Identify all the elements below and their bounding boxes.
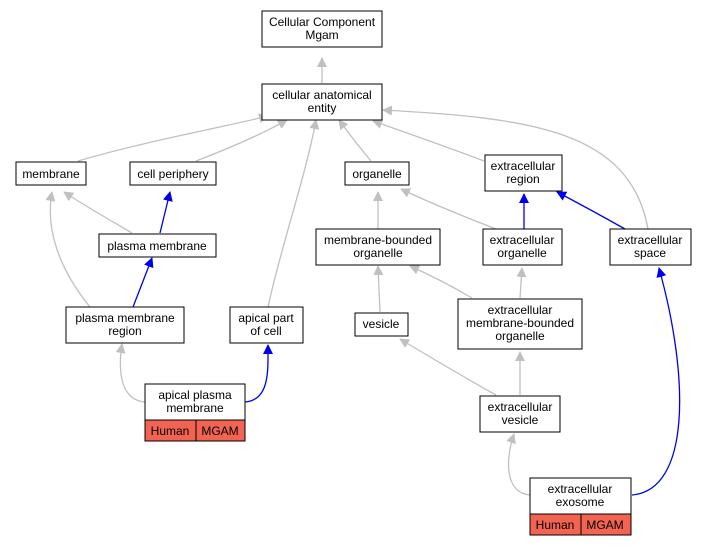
edge-ec-space-to-ec-region [556,191,626,230]
nodes: Cellular Component Mgam cellular anatomi… [15,10,692,536]
node-label-line: apical part [238,311,294,325]
node-label-line: region [108,324,141,338]
node-label-line: Cellular Component [269,15,376,29]
node-label-line: extracellular [618,233,683,247]
node-label-line: organelle [497,246,547,260]
node-cellular-anatomical-entity[interactable]: cellular anatomical entity [261,83,383,121]
node-label-line: extracellular [488,303,553,317]
node-plasma-membrane-region[interactable]: plasma membrane region [65,306,185,344]
edge-ec-exosome-to-ec-vesicle [506,433,531,496]
edge-ec-vesicle-to-vesicle [399,338,497,396]
edge-ec-organelle-to-organelle [400,188,497,230]
edge-pm-region-to-membrane [45,191,91,308]
tag-label: Human [151,424,190,438]
node-label-line: extracellular [488,400,553,414]
node-label-line: cellular anatomical [272,88,371,102]
node-organelle[interactable]: organelle [344,161,410,186]
edge-ec-region-to-cae [372,119,485,162]
edge-vesicle-to-mbo [373,265,384,313]
edge-apical-part-to-cae [267,119,320,308]
node-membrane-bounded-organelle[interactable]: membrane-bounded organelle [315,228,441,266]
node-vesicle[interactable]: vesicle [354,312,409,337]
edge-apical-pm-to-pm-region [115,343,146,403]
node-label-line: entity [308,101,337,115]
edge-cell-periphery-to-cae [195,119,288,162]
node-apical-plasma-membrane[interactable]: apical plasma membrane Human MGAM [144,383,246,442]
node-extracellular-organelle[interactable]: extracellular organelle [482,228,563,266]
edge-plasma-membrane-to-cell-periphery [159,191,173,234]
tag-label: MGAM [586,518,623,532]
node-label-line: cell periphery [137,167,208,181]
node-label-line: plasma membrane [75,311,175,325]
node-label-line: region [506,172,539,186]
edge-membrane-to-cae [77,113,269,162]
tag-mgam [580,513,632,536]
node-label-line: space [634,246,666,260]
node-plasma-membrane[interactable]: plasma membrane [98,233,217,258]
node-extracellular-vesicle[interactable]: extracellular vesicle [479,395,561,433]
edge-ec-mbo-to-ec-organelle [516,267,527,299]
node-label-line: extracellular [491,159,556,173]
node-extracellular-region[interactable]: extracellular region [484,154,563,192]
node-extracellular-membrane-bounded-organelle[interactable]: extracellular membrane-bounded organelle [457,298,583,350]
node-cellular-component-mgam[interactable]: Cellular Component Mgam [261,10,383,48]
edge-ec-mbo-to-mbo [409,265,473,299]
node-label-line: extracellular [490,233,555,247]
edge-apical-pm-to-apical-part [244,344,274,403]
node-label-line: of cell [250,324,281,338]
node-label-line: plasma membrane [107,239,207,253]
tag-mgam [195,419,246,442]
edge-pm-region-to-plasma-membrane [132,257,154,308]
node-apical-part-of-cell[interactable]: apical part of cell [229,306,304,344]
tag-label: MGAM [201,424,238,438]
node-label-line: organelle [353,246,403,260]
node-label-line: membrane-bounded [324,233,432,247]
node-extracellular-exosome[interactable]: extracellular exosome Human MGAM [529,477,632,536]
node-label-line: membrane-bounded [466,316,574,330]
node-label-line: apical plasma [158,388,232,402]
edge-ec-exosome-to-ec-space [631,267,681,496]
node-cell-periphery[interactable]: cell periphery [129,161,217,186]
node-label-line: membrane [166,401,224,415]
tag-label: Human [536,518,575,532]
node-label-line: Mgam [305,28,338,42]
node-membrane[interactable]: membrane [15,161,87,186]
node-label-line: membrane [22,167,80,181]
edge-plasma-membrane-to-membrane [63,191,133,234]
edge-ec-space-to-cae [382,105,649,230]
edges [45,57,681,496]
node-label-line: vesicle [502,413,539,427]
node-label-line: extracellular [548,482,613,496]
edge-organelle-to-cae [338,119,372,162]
node-label-line: organelle [352,167,402,181]
node-extracellular-space[interactable]: extracellular space [609,228,692,266]
node-label-line: exosome [556,495,605,509]
node-label-line: vesicle [363,317,400,331]
node-label-line: organelle [495,329,545,343]
